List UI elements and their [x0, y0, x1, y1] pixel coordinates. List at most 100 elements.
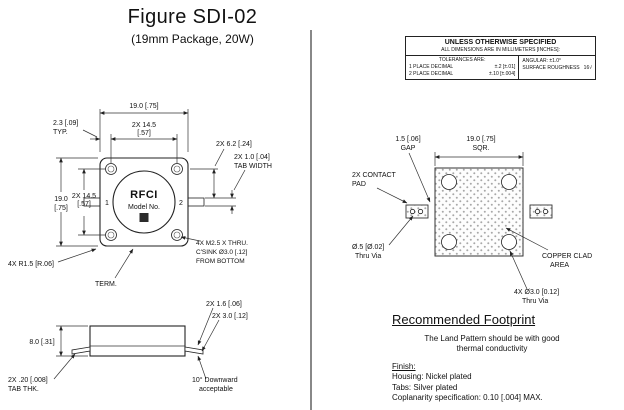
dim-footprint-square: 19.0 [.75] SQR. [434, 136, 524, 166]
package-top-view: RFCI Model No. 1 2 19.0 [.75] 2X 14.5 [.… [8, 103, 272, 288]
side-view-body [89, 325, 186, 357]
dim-body-height-label: 8.0 [.31] [29, 339, 54, 346]
tolerance-row-1: 1 PLACE DECIMAL ±.2 [±.01] [409, 64, 515, 70]
dim-tab-length: 2X 1.6 [.06] [197, 301, 242, 346]
tolerances-are-label: TOLERANCES ARE: [438, 57, 486, 63]
footprint-body-line1: The Land Pattern should be with good [424, 334, 560, 343]
dim-tab-offset-label: 2X 6.2 [.24] [216, 141, 252, 148]
note-contact-pads: 2X CONTACT PAD [352, 172, 408, 204]
tolerance-body: TOLERANCES ARE: 1 PLACE DECIMAL ±.2 [±.0… [406, 56, 595, 79]
note-copper-clad-line1: COPPER CLAD [542, 253, 592, 260]
dim-gap-label2: GAP [401, 145, 416, 152]
dim-gap-label1: 1.5 [.06] [395, 136, 420, 143]
surface-roughness-symbol: 16√ [583, 65, 592, 71]
side-view-tab-right [184, 346, 204, 355]
dim-body-height: 8.0 [.31] [29, 325, 88, 357]
tolerance-right-column: ANGULAR: ±1.0° SURFACE ROUGHNESS 16√ [519, 56, 595, 79]
via-large-tl [441, 174, 457, 190]
finish-tabs: Tabs: Silver plated [392, 382, 458, 392]
via-large-bl [441, 234, 457, 250]
mounting-hole-tr [171, 163, 183, 175]
finish-label: Finish: [392, 361, 416, 371]
pin1-label: 1 [105, 200, 109, 207]
footprint-body: The Land Pattern should be with good the… [392, 334, 592, 355]
mounting-hole-br-thread [173, 231, 181, 239]
surface-roughness-label: SURFACE ROUGHNESS [522, 65, 580, 71]
via-small-right-1 [534, 208, 541, 215]
dim-package-height: 19.0 [.75] [54, 157, 98, 247]
dim-tab-extent-label: 2X 3.0 [.12] [212, 313, 248, 320]
note-terminal: TERM. [95, 248, 134, 288]
lead-right [187, 197, 205, 207]
tolerance-row-2: 2 PLACE DECIMAL ±.10 [±.004] [409, 71, 515, 77]
note-large-via-line2: Thru Via [522, 298, 548, 305]
note-downward-angle-line2: acceptable [199, 386, 233, 393]
note-corner-radius-label: 4X R1.5 [R.06] [8, 261, 54, 268]
note-contact-pads-line1: 2X CONTACT [352, 172, 397, 179]
contact-pad-left [405, 204, 429, 219]
tolerance-block: UNLESS OTHERWISE SPECIFIED ALL DIMENSION… [405, 36, 596, 80]
note-terminal-label: TERM. [95, 281, 117, 288]
note-small-via-line1: Ø.5 [Ø.02] [352, 244, 384, 251]
note-mounting-holes-line2: C'SINK Ø3.0 [.12] [196, 249, 248, 256]
side-view-tab-left [71, 346, 91, 355]
via-small-right-2 [542, 208, 549, 215]
contact-pad-right [529, 204, 553, 219]
finish-housing: Housing: Nickel plated [392, 372, 472, 382]
dim-hole-span-h-label2: [.57] [137, 130, 151, 137]
dim-hole-span-v-label2: [.57] [77, 201, 91, 208]
note-downward-angle: 10° Downward acceptable [192, 355, 238, 393]
dim-edge-hole-label1: 2.3 [.09] [53, 120, 78, 127]
via-small-left-1 [409, 208, 416, 215]
note-copper-clad: COPPER CLAD AREA [505, 227, 592, 269]
mounting-hole-tl [105, 163, 117, 175]
package-side-view: 8.0 [.31] 2X 1.6 [.06] 2X 3.0 [.12] 2X .… [8, 301, 248, 393]
note-small-via-line2: Thru Via [355, 253, 381, 260]
mounting-hole-bl [105, 229, 117, 241]
angular-tolerance: ANGULAR: ±1.0° [522, 58, 562, 64]
dim-footprint-square-label1: 19.0 [.75] [466, 136, 495, 143]
mounting-hole-tl-thread [107, 165, 115, 173]
place2-label: 2 PLACE DECIMAL [409, 71, 454, 77]
dim-hole-span-h-label1: 2X 14.5 [132, 122, 156, 129]
place2-value: ±.10 [±.004] [489, 71, 516, 77]
dim-tab-width-label1: 2X 1.0 [.04] [234, 154, 270, 161]
note-small-via: Ø.5 [Ø.02] Thru Via [352, 215, 414, 260]
dim-tab-width-label2: TAB WIDTH [234, 163, 272, 170]
note-large-via-line1: 4X Ø3.0 [0.12] [514, 289, 559, 296]
place1-label: 1 PLACE DECIMAL [409, 64, 454, 70]
dim-package-width-label: 19.0 [.75] [129, 103, 158, 110]
footprint-view: 19.0 [.75] SQR. 1.5 [.06] GAP 2X CONTACT… [352, 136, 592, 305]
tolerance-left-column: TOLERANCES ARE: 1 PLACE DECIMAL ±.2 [±.0… [406, 56, 520, 79]
note-mounting-holes-line3: FROM BOTTOM [196, 258, 245, 265]
datamatrix-mark [139, 213, 149, 222]
dim-footprint-square-label2: SQR. [472, 145, 489, 152]
dim-tab-thickness: 2X .20 [.008] TAB THK. [8, 353, 76, 393]
finish-block: Finish: Housing: Nickel plated Tabs: Sil… [392, 362, 592, 404]
title-block: Figure SDI-02 (19mm Package, 20W) [95, 6, 290, 46]
dim-package-height-label1: 19.0 [54, 196, 68, 203]
note-mounting-holes-line1: 4X M2.5 X THRU. [196, 240, 248, 247]
mounting-hole-tr-thread [173, 165, 181, 173]
package-body: RFCI Model No. 1 2 [83, 157, 205, 247]
recommended-footprint-heading: Recommended Footprint [392, 312, 536, 327]
footprint-text-block: Recommended Footprint The Land Pattern s… [392, 312, 592, 403]
dim-hole-span-v-label1: 2X 14.5 [72, 193, 96, 200]
pin2-label: 2 [179, 200, 183, 207]
dim-tab-extent: 2X 3.0 [.12] [201, 313, 248, 352]
dim-tab-thickness-label2: TAB THK. [8, 386, 39, 393]
place1-value: ±.2 [±.01] [494, 64, 516, 70]
note-copper-clad-line2: AREA [550, 262, 569, 269]
dim-edge-to-hole: 2.3 [.09] TYP. [53, 120, 101, 141]
note-contact-pads-line2: PAD [352, 181, 366, 188]
tolerance-header: UNLESS OTHERWISE SPECIFIED [444, 39, 557, 46]
dim-hole-span-vertical: 2X 14.5 [.57] [72, 168, 105, 236]
dim-package-height-label2: [.75] [54, 205, 68, 212]
figure-title: Figure SDI-02 [127, 6, 258, 28]
dim-tab-thickness-label1: 2X .20 [.008] [8, 377, 48, 384]
via-small-left-2 [417, 208, 424, 215]
mounting-hole-br [171, 229, 183, 241]
finish-coplanarity: Coplanarity specification: 0.10 [.004] M… [392, 392, 543, 402]
